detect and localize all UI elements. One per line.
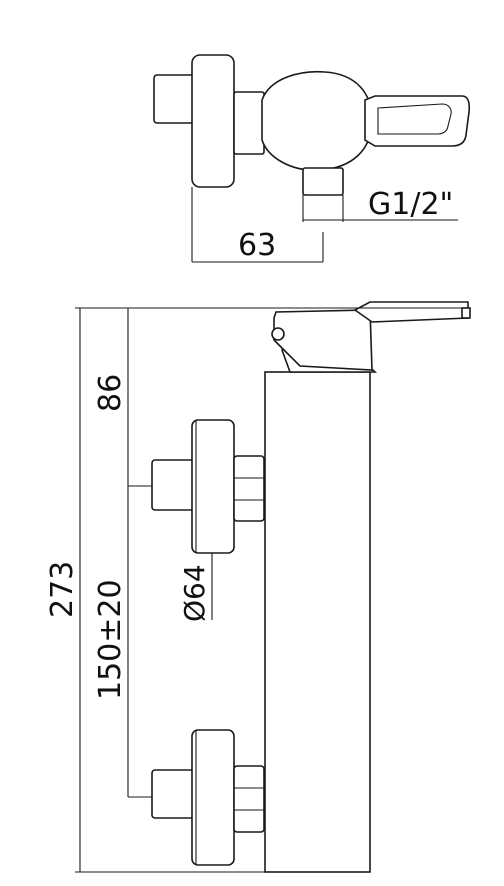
top-view-body [261,70,373,171]
side-view-body [264,371,371,873]
dim-diameter-label: Ø64 [178,564,211,622]
top-view-lever [364,95,471,147]
dim-thread-label: G1/2" [368,187,453,222]
side-view-cap [273,309,373,371]
upper-escutcheon [191,419,235,554]
dim-273-label: 273 [45,561,80,618]
lower-connector [151,769,195,819]
top-view-escutcheon [191,54,235,188]
dim-150-label: 150±20 [93,579,128,700]
upper-nut [233,455,265,522]
lower-escutcheon [191,729,235,866]
side-view-lever [353,301,469,323]
dim-63-label: 63 [238,228,276,263]
side-view-lever-tip [461,307,471,319]
upper-connector [151,459,195,511]
top-view-outlet [302,167,344,196]
top-view-nut [233,91,265,155]
dim-86-label: 86 [93,374,128,412]
top-view-connector [153,74,195,124]
side-view-knob [271,327,285,341]
top-view-lever-inner [377,103,452,135]
lower-nut [233,765,265,833]
top-view: 63 G1/2" [153,54,471,263]
side-view: 273 86 150±20 Ø64 [45,301,471,873]
